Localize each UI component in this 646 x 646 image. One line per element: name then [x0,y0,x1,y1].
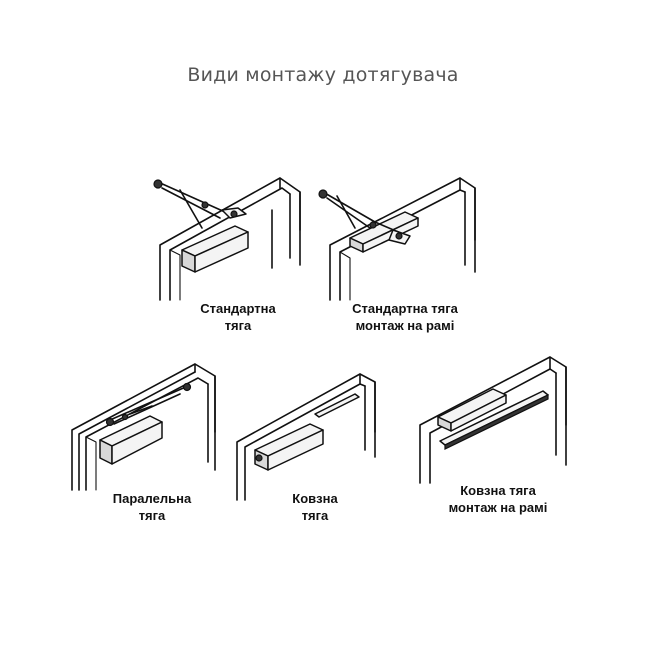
caption-line: монтаж на рамі [355,318,455,333]
figure-parallel-arm [70,362,230,492]
caption-slide-arm: Ковзна тяга [260,490,370,524]
slide-arm-illustration [236,373,376,501]
figure-slide-arm-frame-mount [418,355,578,485]
standard-arm-illustration [153,177,301,301]
standard-arm-frame-mount-illustration [318,177,476,301]
caption-line: тяга [301,508,329,523]
caption-slide-arm-frame-mount: Ковзна тяга монтаж на рамі [428,482,568,516]
caption-line: Стандартна тяга [352,301,458,316]
caption-line: монтаж на рамі [448,500,548,515]
caption-line: Паралельна [112,491,192,506]
caption-line: Ковзна [292,491,338,506]
caption-line: тяга [138,508,166,523]
caption-line: Ковзна тяга [460,483,536,498]
caption-standard-arm-frame-mount: Стандартна тяга монтаж на рамі [335,300,475,334]
figure-standard-arm [150,170,310,305]
diagram-title: Види монтажу дотягувача [187,64,459,86]
caption-line: Стандартна [200,301,276,316]
caption-line: тяга [224,318,252,333]
caption-standard-arm: Стандартна тяга [178,300,298,334]
caption-parallel-arm: Паралельна тяга [92,490,212,524]
slide-arm-frame-mount-illustration [419,356,567,484]
figure-slide-arm [235,372,385,502]
parallel-arm-illustration [71,363,216,491]
figure-standard-arm-frame-mount [315,170,476,305]
